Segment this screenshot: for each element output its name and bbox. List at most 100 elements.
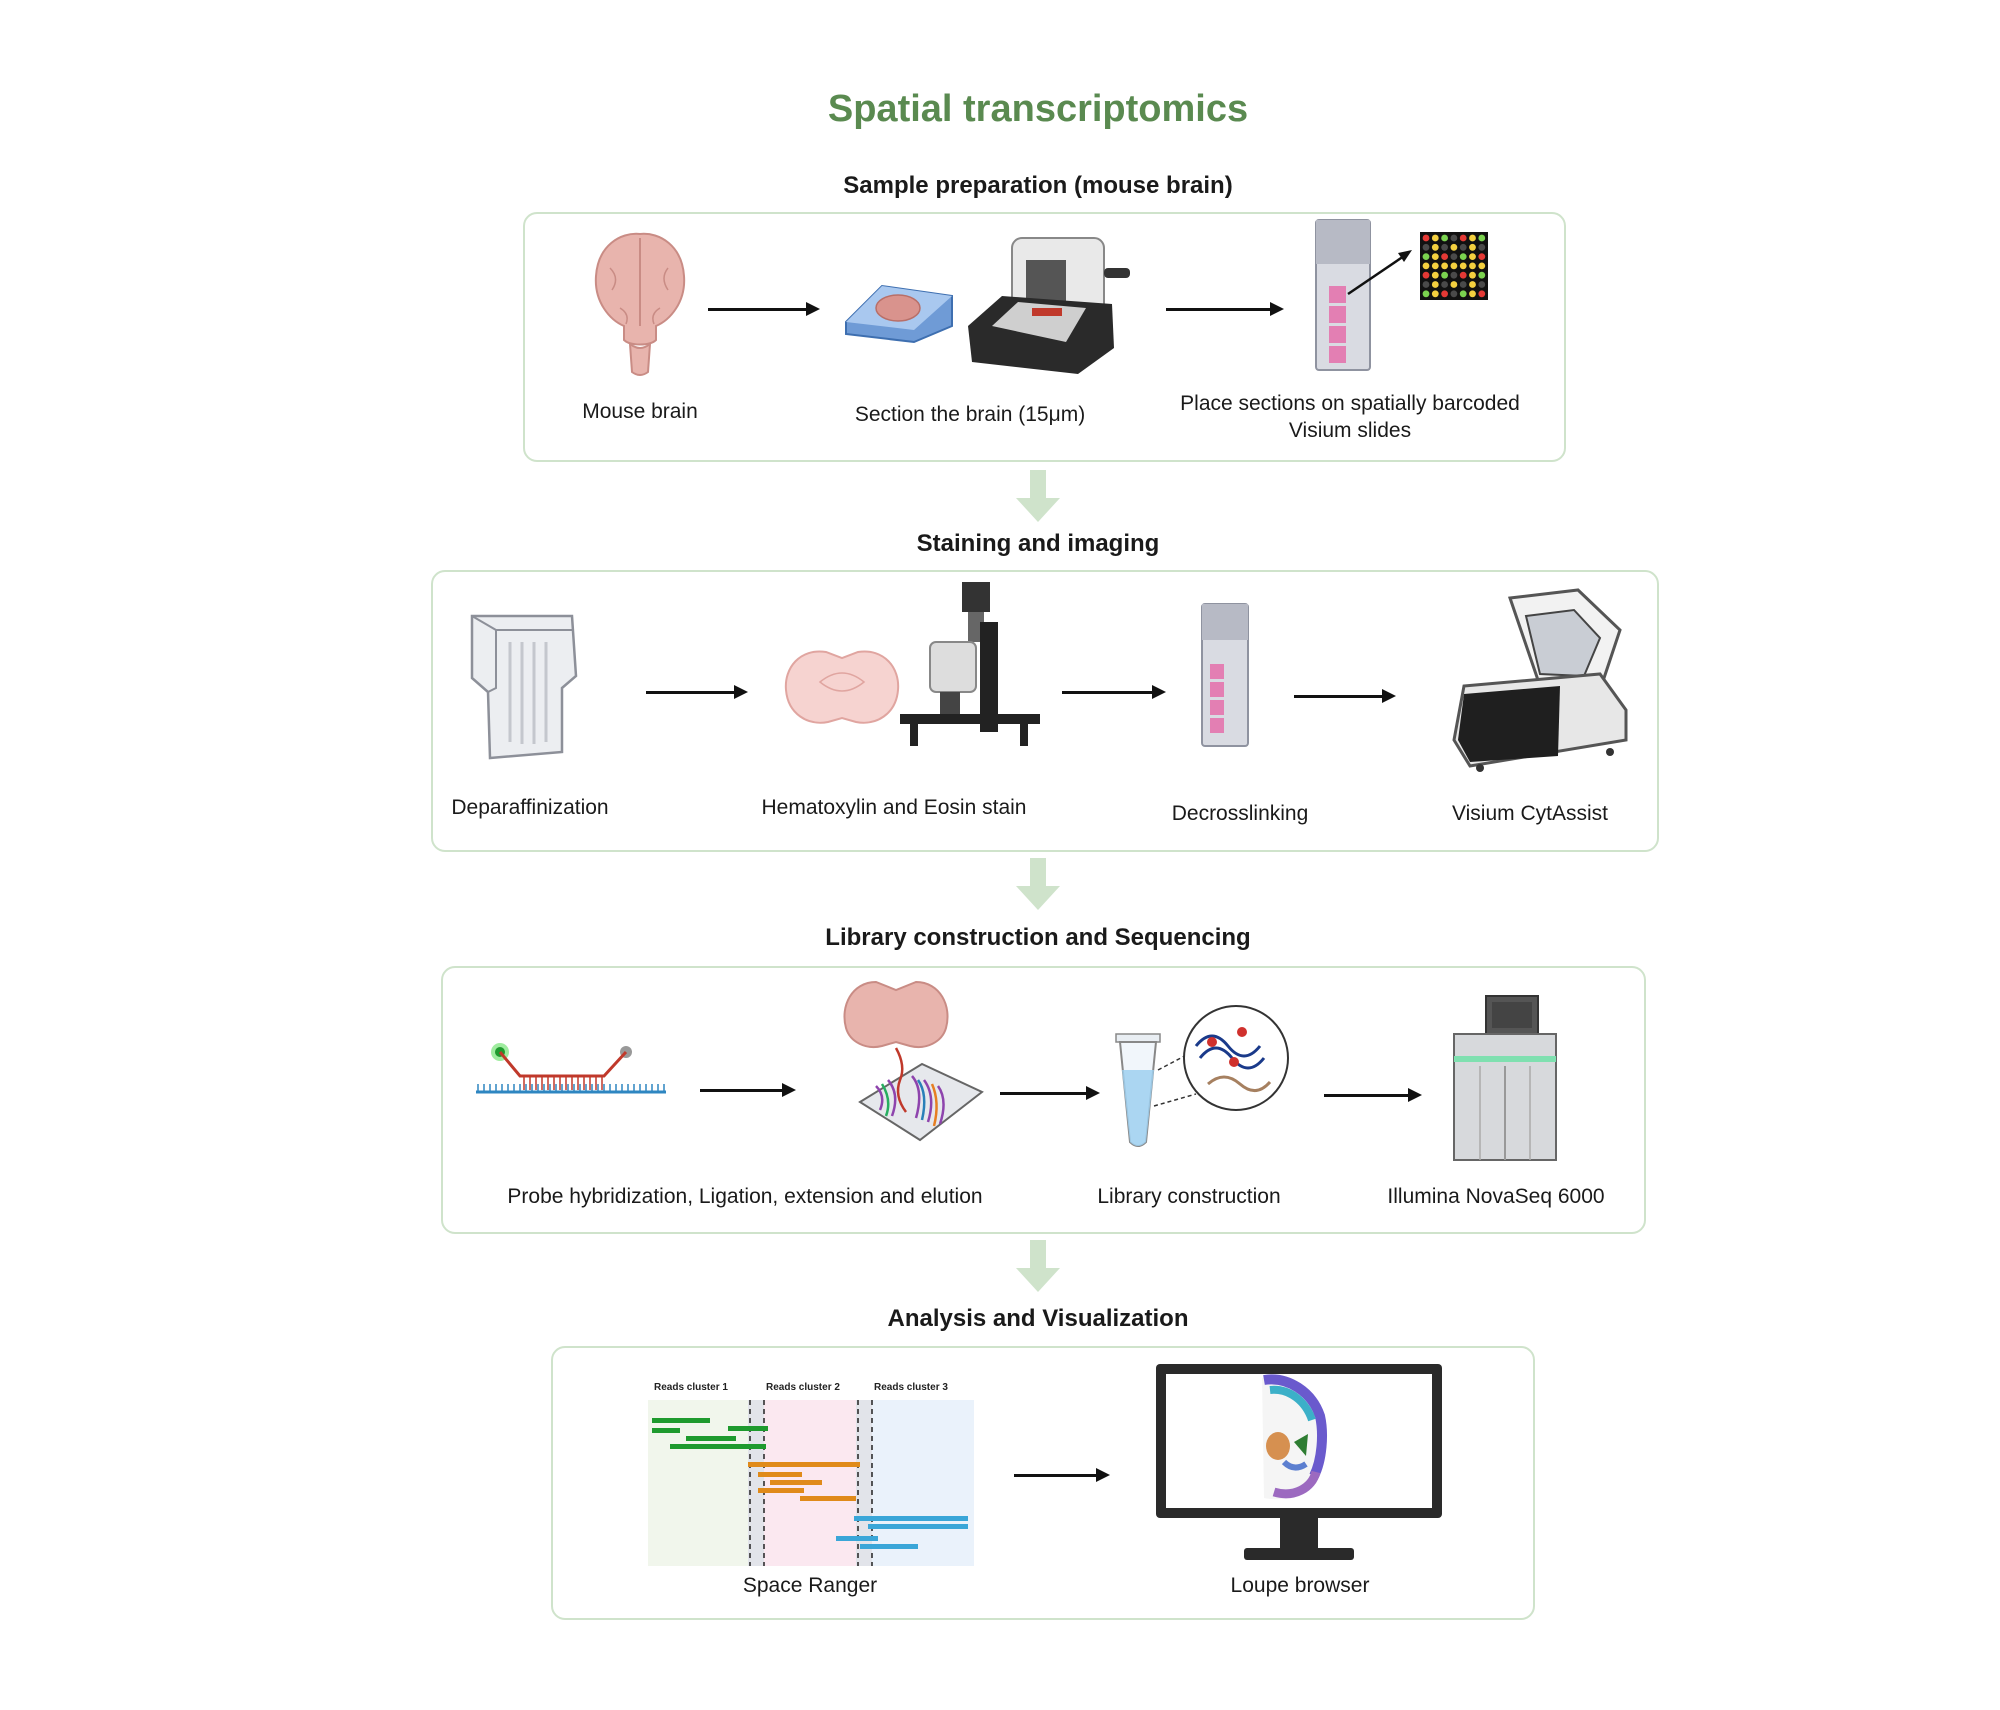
read-bar: [868, 1524, 968, 1529]
flow-arrow: [1062, 685, 1166, 699]
flow-arrow: [1000, 1086, 1100, 1100]
read-bar: [652, 1428, 680, 1433]
barcode-spot: [1469, 271, 1476, 279]
step-label-loupe-browser: Loupe browser: [1230, 1574, 1370, 1597]
barcode-spot: [1469, 281, 1476, 288]
barcode-spot: [1450, 271, 1458, 279]
read-bar: [758, 1488, 804, 1493]
read-bar: [800, 1496, 856, 1501]
step-label-visium-cytassist: Visium CytAssist: [1452, 802, 1608, 825]
barcode-spot: [1469, 243, 1476, 251]
step-label-illumina-novaseq: Illumina NovaSeq 6000: [1387, 1185, 1605, 1208]
barcode-spot: [1469, 234, 1476, 242]
section-title-staining-imaging: Staining and imaging: [916, 530, 1160, 557]
read-bar: [670, 1444, 766, 1449]
barcode-spot: [1431, 253, 1439, 260]
step-label-library-construction: Library construction: [1097, 1185, 1281, 1208]
cluster-label-1: Reads cluster 1: [654, 1382, 728, 1393]
barcode-spot: [1431, 281, 1439, 288]
step-label-section-brain: Section the brain (15μm): [854, 403, 1086, 426]
read-bar: [758, 1472, 802, 1477]
read-bar: [728, 1426, 768, 1431]
down-arrow-icon: [1016, 1240, 1060, 1292]
panel-staining-imaging: [431, 570, 1659, 852]
read-bar: [836, 1536, 878, 1541]
barcode-spot: [1450, 262, 1458, 270]
panel-library-sequencing: [441, 966, 1646, 1234]
pcr-tube-icon: [1115, 1005, 1289, 1147]
read-bar: [652, 1418, 710, 1423]
barcode-spot: [1441, 253, 1448, 260]
barcode-spot: [1422, 290, 1430, 298]
monitor-icon: [1156, 1364, 1442, 1560]
page-title: Spatial transcriptomics: [827, 88, 1249, 130]
barcode-spot: [1441, 243, 1448, 251]
barcode-spot: [1459, 253, 1467, 260]
step-label-deparaffinization: Deparaffinization: [451, 796, 609, 819]
step-label-place-sections: Place sections on spatially barcoded Vis…: [1180, 392, 1520, 442]
barcode-spot: [1441, 271, 1448, 279]
barcode-spot: [1450, 253, 1458, 260]
barcode-spot: [1441, 290, 1448, 298]
step-label-space-ranger: Space Ranger: [742, 1574, 878, 1597]
barcode-spot: [1478, 262, 1486, 270]
barcode-spot: [1450, 243, 1458, 251]
read-bar: [748, 1462, 860, 1467]
section-title-library-sequencing: Library construction and Sequencing: [825, 924, 1251, 951]
barcode-spot: [1441, 234, 1448, 242]
barcode-spot: [1422, 243, 1430, 251]
microtome-icon: [845, 237, 1130, 374]
section-title-sample-preparation: Sample preparation (mouse brain): [843, 172, 1233, 199]
step-label-mouse-brain: Mouse brain: [582, 400, 698, 423]
barcode-spot: [1459, 271, 1467, 279]
barcode-spot: [1459, 234, 1467, 242]
barcode-spot: [1459, 262, 1467, 270]
barcode-spot: [1469, 262, 1476, 270]
barcode-spot: [1431, 290, 1439, 298]
barcode-spot: [1422, 234, 1430, 242]
flow-arrow: [1166, 302, 1284, 316]
read-bar: [860, 1544, 918, 1549]
barcode-spot: [1450, 234, 1458, 242]
slide-icon: [1201, 603, 1249, 747]
barcode-spot: [1469, 290, 1476, 298]
barcode-spot: [1450, 290, 1458, 298]
flow-arrow: [708, 302, 820, 316]
sequencer-icon: [1453, 995, 1557, 1161]
staining-jar-icon: [470, 614, 578, 760]
step-label-decrosslinking: Decrosslinking: [1171, 802, 1309, 825]
mouse-brain-icon: [594, 232, 686, 376]
read-bar: [854, 1516, 968, 1521]
flow-arrow: [1324, 1088, 1422, 1102]
flow-arrow: [1294, 689, 1396, 703]
read-bar: [770, 1480, 822, 1485]
barcode-spot: [1478, 253, 1486, 260]
barcode-spot: [1422, 271, 1430, 279]
barcode-spot: [1431, 271, 1439, 279]
barcode-spot: [1478, 290, 1486, 298]
barcode-spot: [1478, 281, 1486, 288]
read-bar: [686, 1436, 736, 1441]
barcode-spot: [1422, 253, 1430, 260]
barcode-spot: [1422, 262, 1430, 270]
barcode-spot: [1478, 234, 1486, 242]
cluster-label-3: Reads cluster 3: [874, 1382, 948, 1393]
step-label-probe-hybridization: Probe hybridization, Ligation, extension…: [507, 1185, 983, 1208]
barcode-spot: [1450, 281, 1458, 288]
step-label-he-stain: Hematoxylin and Eosin stain: [761, 796, 1027, 819]
barcode-spot: [1478, 243, 1486, 251]
cytassist-instrument-icon: [1452, 588, 1628, 772]
spatial-capture-icon: [843, 980, 984, 1142]
cluster-label-2: Reads cluster 2: [766, 1382, 840, 1393]
down-arrow-icon: [1016, 470, 1060, 522]
barcode-spot: [1431, 234, 1439, 242]
probe-hybridization-icon: [476, 1043, 666, 1094]
down-arrow-icon: [1016, 858, 1060, 910]
barcode-spot: [1459, 281, 1467, 288]
barcode-spot: [1431, 262, 1439, 270]
barcode-spot: [1459, 290, 1467, 298]
barcode-spot: [1441, 262, 1448, 270]
flow-arrow: [1014, 1468, 1110, 1482]
barcode-spot: [1431, 243, 1439, 251]
barcode-spot: [1441, 281, 1448, 288]
